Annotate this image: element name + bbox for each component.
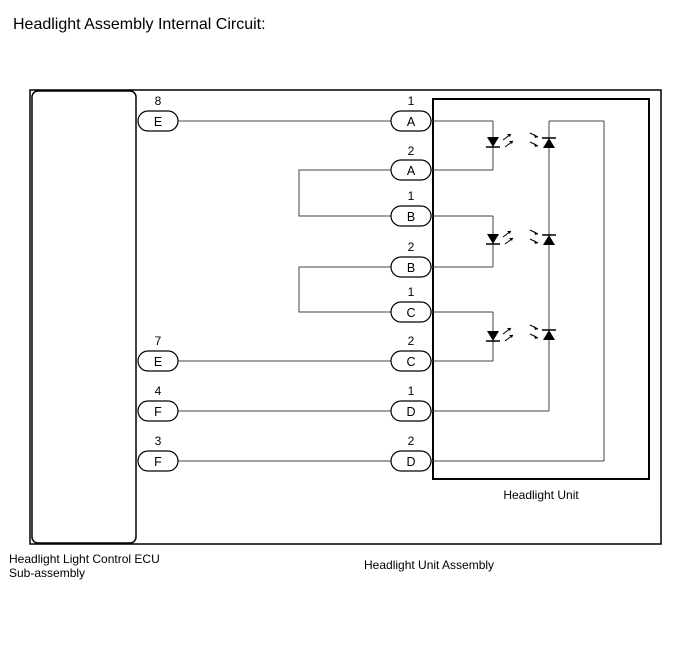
pin-number: 8 xyxy=(155,94,162,108)
pin-letter: A xyxy=(407,115,416,129)
pin-number: 2 xyxy=(408,434,415,448)
pin-letter: A xyxy=(407,164,416,178)
pin-number: 2 xyxy=(408,240,415,254)
pin-number: 1 xyxy=(408,285,415,299)
page-title: Headlight Assembly Internal Circuit: xyxy=(13,16,266,33)
assembly-pin-d2: 2 D xyxy=(390,434,432,472)
pin-letter: E xyxy=(154,355,162,369)
pin-number: 1 xyxy=(408,189,415,203)
headlight-unit-assembly-box xyxy=(29,89,662,545)
pin-letter: B xyxy=(407,210,415,224)
pin-letter: C xyxy=(406,306,415,320)
pin-letter: D xyxy=(406,455,415,469)
led-2 xyxy=(486,230,514,245)
pin-number: 3 xyxy=(155,434,162,448)
assembly-pin-c1: 1 C xyxy=(390,285,432,323)
pin-number: 1 xyxy=(408,384,415,398)
assembly-pin-d1: 1 D xyxy=(390,384,432,422)
ecu-pin-f3: 3 F xyxy=(137,434,179,472)
pin-letter: B xyxy=(407,261,415,275)
headlight-unit-label: Headlight Unit xyxy=(503,488,579,502)
assembly-pin-b2: 2 B xyxy=(390,240,432,278)
assembly-pin-a1: 1 A xyxy=(390,94,432,132)
ecu-pin-e7: 7 E xyxy=(137,334,179,372)
assembly-pin-b1: 1 B xyxy=(390,189,432,227)
pin-number: 1 xyxy=(408,94,415,108)
pin-letter: E xyxy=(154,115,162,129)
pin-letter: F xyxy=(154,405,162,419)
assembly-label: Headlight Unit Assembly xyxy=(364,558,494,572)
ecu-label-line1: Headlight Light Control ECU xyxy=(9,552,160,566)
pin-letter: D xyxy=(406,405,415,419)
diode-1 xyxy=(529,132,556,148)
pin-number: 7 xyxy=(155,334,162,348)
headlight-unit-box xyxy=(432,98,650,480)
led-1 xyxy=(486,133,514,148)
led-3 xyxy=(486,327,514,342)
pin-number: 2 xyxy=(408,334,415,348)
pin-number: 4 xyxy=(155,384,162,398)
pin-letter: F xyxy=(154,455,162,469)
ecu-pin-f4: 4 F xyxy=(137,384,179,422)
jumper-a2-b1 xyxy=(298,169,391,217)
pin-letter: C xyxy=(406,355,415,369)
diode-3 xyxy=(529,324,556,340)
ecu-pin-e8: 8 E xyxy=(137,94,179,132)
ecu-label-line2: Sub-assembly xyxy=(9,566,85,580)
pin-number: 2 xyxy=(408,144,415,158)
jumper-b2-c1 xyxy=(298,266,391,313)
assembly-pin-a2: 2 A xyxy=(390,144,432,181)
diode-2 xyxy=(529,229,556,245)
ecu-box xyxy=(31,90,137,544)
assembly-pin-c2: 2 C xyxy=(390,334,432,372)
